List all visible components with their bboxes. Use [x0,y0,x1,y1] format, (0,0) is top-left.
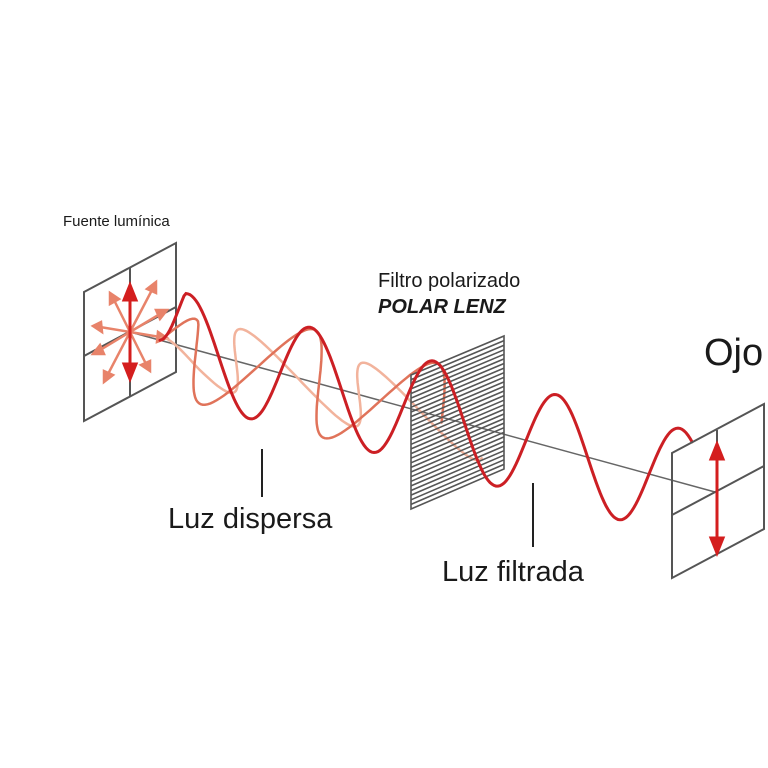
filter-grating-line [410,417,505,459]
polarized-wave [158,291,694,522]
filter-grating-line [410,344,505,385]
filter-grating-line [410,426,505,469]
filter-grating-line [410,413,505,455]
eye-vertical-arrow [708,439,726,558]
filter-grating-line [410,339,505,381]
faint-wave [158,327,483,462]
filter-grating-line [410,454,505,496]
filter-grating-line [410,445,505,487]
filter-grating-line [410,399,505,441]
filter-grating-line [410,362,505,404]
filter-grating-line [410,394,505,436]
light-source-label: Fuente lumínica [63,213,170,230]
filter-grating-line [410,408,505,450]
filter-title: Filtro polarizado [378,270,521,292]
filter-grating-line [410,463,505,506]
unpolarized-light-arrows [90,279,170,385]
filter-grating-line [410,431,505,473]
filter-grating-line [410,459,505,501]
filter-grating-line [410,436,505,478]
tilted-wave [158,317,446,440]
filter-grating-line [410,367,505,409]
filter-grating [410,339,505,506]
filter-grating-line [410,404,505,446]
filter-grating-line [410,390,505,432]
scattered-light-waves [158,317,483,462]
filter-grating-line [410,440,505,483]
filter-grating-line [410,358,505,399]
eye-label: Ojo [704,332,764,374]
filter-grating-line [410,449,505,492]
filter-grating-line [410,376,505,418]
filter-brand: POLAR LENZ [378,296,506,318]
polarizing-filter [410,334,505,511]
filter-grating-line [410,353,505,395]
filter-grating-line [410,422,505,464]
filter-grating-line [410,371,505,413]
filtered-light-label: Luz filtrada [442,556,584,588]
source-vertical-arrow [121,280,139,384]
filter-grating-line [410,349,505,390]
scattered-light-label: Luz dispersa [168,503,333,535]
